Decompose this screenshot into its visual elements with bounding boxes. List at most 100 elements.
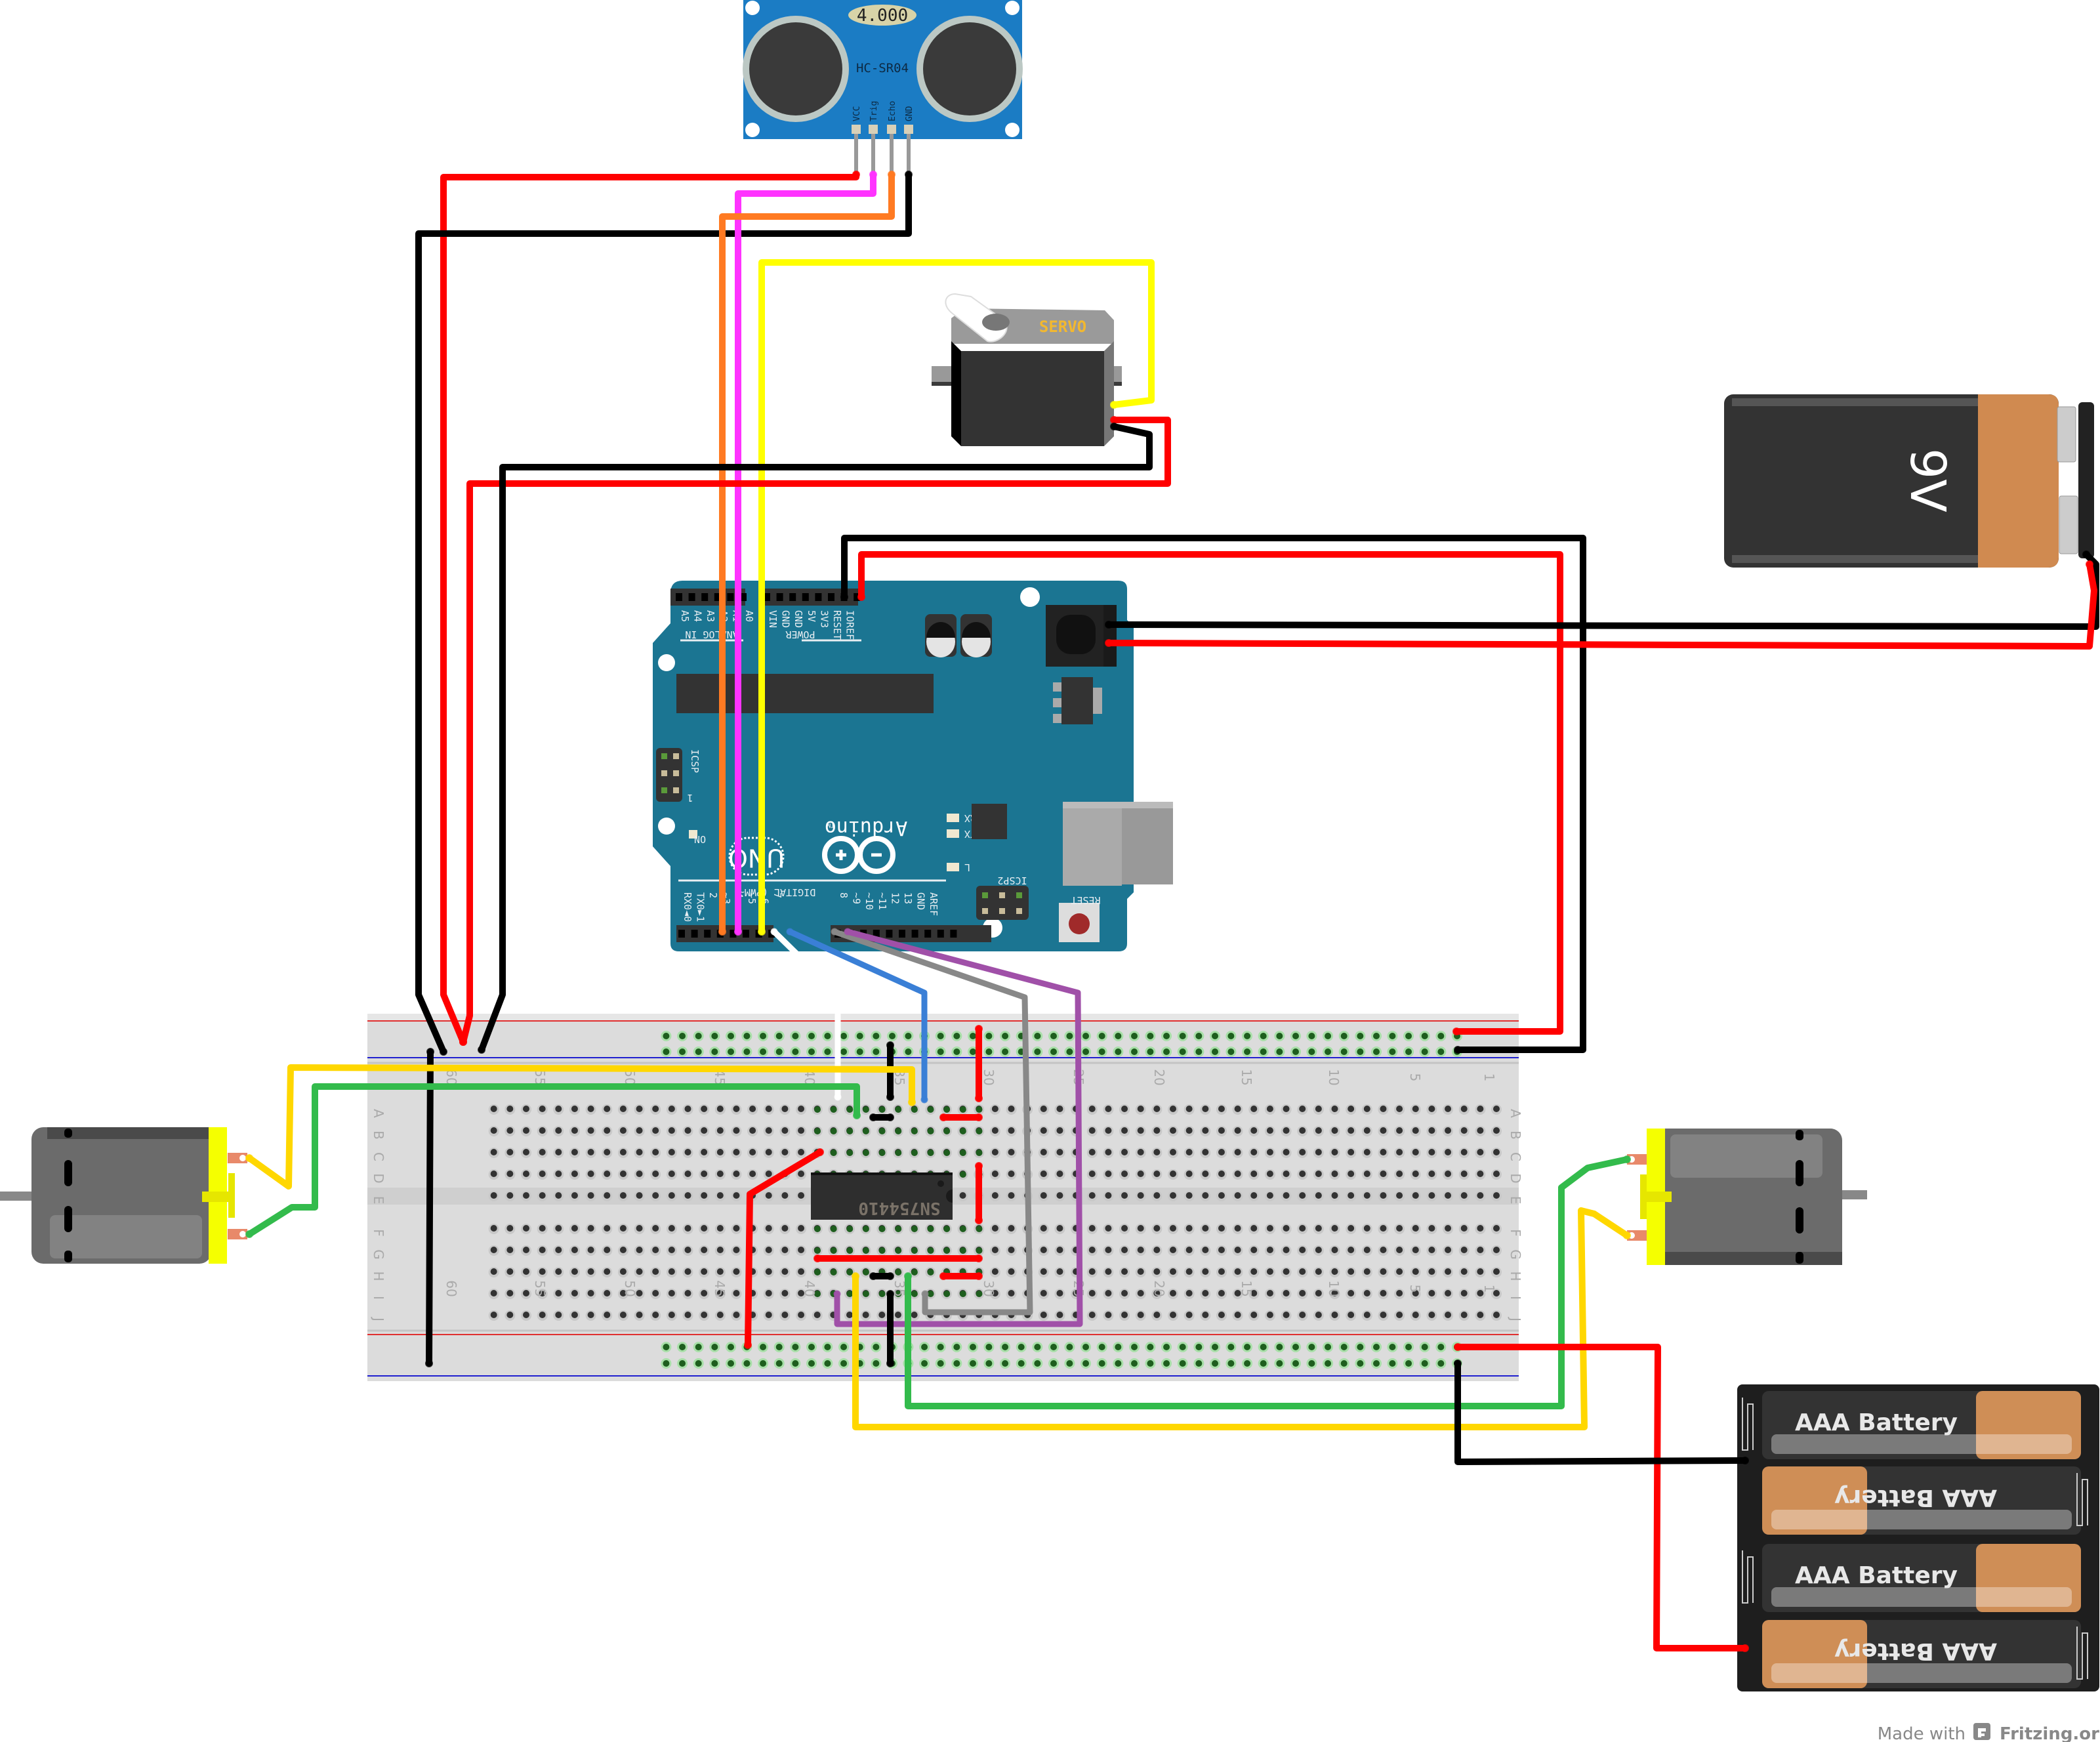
breadboard-hole[interactable] (1460, 1290, 1468, 1296)
breadboard-hole[interactable] (1348, 1312, 1355, 1318)
rail-hole[interactable] (711, 1344, 718, 1350)
icsp2-pin[interactable] (1016, 892, 1022, 898)
breadboard-hole[interactable] (571, 1106, 578, 1112)
rail-hole[interactable] (1292, 1360, 1299, 1367)
breadboard-hole[interactable] (636, 1192, 643, 1199)
breadboard-hole[interactable] (1331, 1268, 1338, 1275)
breadboard-hole[interactable] (781, 1225, 789, 1232)
rail-hole[interactable] (1098, 1048, 1105, 1055)
breadboard-hole[interactable] (1218, 1149, 1225, 1155)
breadboard-hole[interactable] (1170, 1225, 1176, 1232)
breadboard-hole[interactable] (1477, 1127, 1484, 1134)
rail-hole[interactable] (663, 1048, 670, 1055)
breadboard-hole[interactable] (1250, 1225, 1258, 1232)
rail-hole[interactable] (1357, 1360, 1364, 1367)
breadboard-hole[interactable] (1234, 1312, 1241, 1318)
connected-hole[interactable] (959, 1247, 966, 1254)
rail-hole[interactable] (1082, 1048, 1090, 1055)
rail-hole[interactable] (1163, 1360, 1170, 1367)
breadboard-hole[interactable] (1008, 1106, 1015, 1112)
header-pin[interactable] (950, 930, 957, 938)
breadboard-hole[interactable] (1250, 1106, 1258, 1112)
breadboard-hole[interactable] (1121, 1149, 1128, 1155)
rail-hole[interactable] (1405, 1344, 1412, 1350)
breadboard-hole[interactable] (1380, 1127, 1387, 1134)
connected-hole[interactable] (943, 1291, 951, 1297)
breadboard-hole[interactable] (1088, 1192, 1096, 1199)
wire-9v-positive[interactable] (1105, 561, 2097, 650)
breadboard-hole[interactable] (1218, 1247, 1225, 1253)
rail-hole[interactable] (1405, 1048, 1412, 1055)
connected-hole[interactable] (895, 1269, 902, 1275)
breadboard-hole[interactable] (571, 1247, 578, 1253)
breadboard-hole[interactable] (668, 1127, 675, 1134)
connected-hole[interactable] (927, 1106, 934, 1113)
jumper-gnd-left[interactable] (426, 1048, 434, 1367)
rail-hole[interactable] (1421, 1360, 1428, 1367)
connected-hole[interactable] (911, 1150, 918, 1156)
breadboard-hole[interactable] (798, 1268, 805, 1275)
rail-hole[interactable] (1260, 1048, 1267, 1055)
breadboard-hole[interactable] (1428, 1312, 1435, 1318)
breadboard-hole[interactable] (1218, 1192, 1225, 1199)
rail-hole[interactable] (1276, 1048, 1283, 1055)
breadboard-hole[interactable] (991, 1247, 999, 1253)
breadboard-hole[interactable] (798, 1290, 805, 1296)
breadboard-hole[interactable] (684, 1106, 691, 1112)
breadboard-hole[interactable] (1299, 1290, 1306, 1296)
icsp2-pin[interactable] (982, 908, 988, 914)
breadboard-hole[interactable] (1202, 1225, 1209, 1232)
breadboard-hole[interactable] (1380, 1225, 1387, 1232)
connected-hole[interactable] (814, 1247, 821, 1254)
rail-hole[interactable] (1373, 1048, 1380, 1055)
breadboard-hole[interactable] (619, 1192, 627, 1199)
breadboard-hole[interactable] (798, 1225, 805, 1232)
breadboard-hole[interactable] (1315, 1290, 1322, 1296)
rail-hole[interactable] (760, 1344, 767, 1350)
breadboard-hole[interactable] (604, 1127, 611, 1134)
breadboard-hole[interactable] (1445, 1192, 1452, 1199)
breadboard-hole[interactable] (1363, 1171, 1370, 1177)
breadboard-hole[interactable] (1185, 1192, 1193, 1199)
breadboard-hole[interactable] (959, 1192, 966, 1199)
breadboard-hole[interactable] (1137, 1127, 1144, 1134)
breadboard-hole[interactable] (1185, 1247, 1193, 1253)
breadboard-hole[interactable] (1234, 1225, 1241, 1232)
breadboard-hole[interactable] (1363, 1290, 1370, 1296)
rail-hole[interactable] (1212, 1033, 1218, 1039)
breadboard-hole[interactable] (1396, 1268, 1403, 1275)
rail-hole[interactable] (1147, 1033, 1154, 1039)
breadboard-hole[interactable] (1445, 1127, 1452, 1134)
connected-hole[interactable] (862, 1150, 869, 1156)
rail-hole[interactable] (1308, 1344, 1315, 1350)
rail-hole[interactable] (985, 1033, 993, 1039)
breadboard-hole[interactable] (1008, 1192, 1015, 1199)
rail-hole[interactable] (824, 1344, 831, 1350)
breadboard-hole[interactable] (1088, 1149, 1096, 1155)
breadboard-hole[interactable] (1266, 1127, 1273, 1134)
rail-hole[interactable] (1066, 1360, 1073, 1367)
breadboard-hole[interactable] (1153, 1149, 1161, 1155)
breadboard-hole[interactable] (1121, 1192, 1128, 1199)
breadboard-hole[interactable] (1283, 1225, 1290, 1232)
rail-hole[interactable] (1050, 1048, 1057, 1055)
breadboard-hole[interactable] (1266, 1268, 1273, 1275)
connected-hole[interactable] (895, 1128, 902, 1134)
breadboard-hole[interactable] (798, 1149, 805, 1155)
breadboard-hole[interactable] (781, 1192, 789, 1199)
rail-hole[interactable] (743, 1360, 751, 1367)
breadboard-hole[interactable] (1283, 1268, 1290, 1275)
breadboard-hole[interactable] (1170, 1171, 1176, 1177)
connected-hole[interactable] (862, 1226, 869, 1232)
rail-hole[interactable] (1018, 1360, 1025, 1367)
rail-hole[interactable] (1244, 1344, 1251, 1350)
connected-hole[interactable] (911, 1226, 918, 1232)
wire-sensor-gnd[interactable] (415, 171, 912, 1055)
breadboard-hole[interactable] (1396, 1225, 1403, 1232)
breadboard-hole[interactable] (619, 1127, 627, 1134)
breadboard-hole[interactable] (619, 1312, 627, 1318)
breadboard-hole[interactable] (1299, 1127, 1306, 1134)
rail-hole[interactable] (775, 1360, 783, 1367)
breadboard-hole[interactable] (1202, 1312, 1209, 1318)
breadboard-hole[interactable] (490, 1225, 497, 1232)
